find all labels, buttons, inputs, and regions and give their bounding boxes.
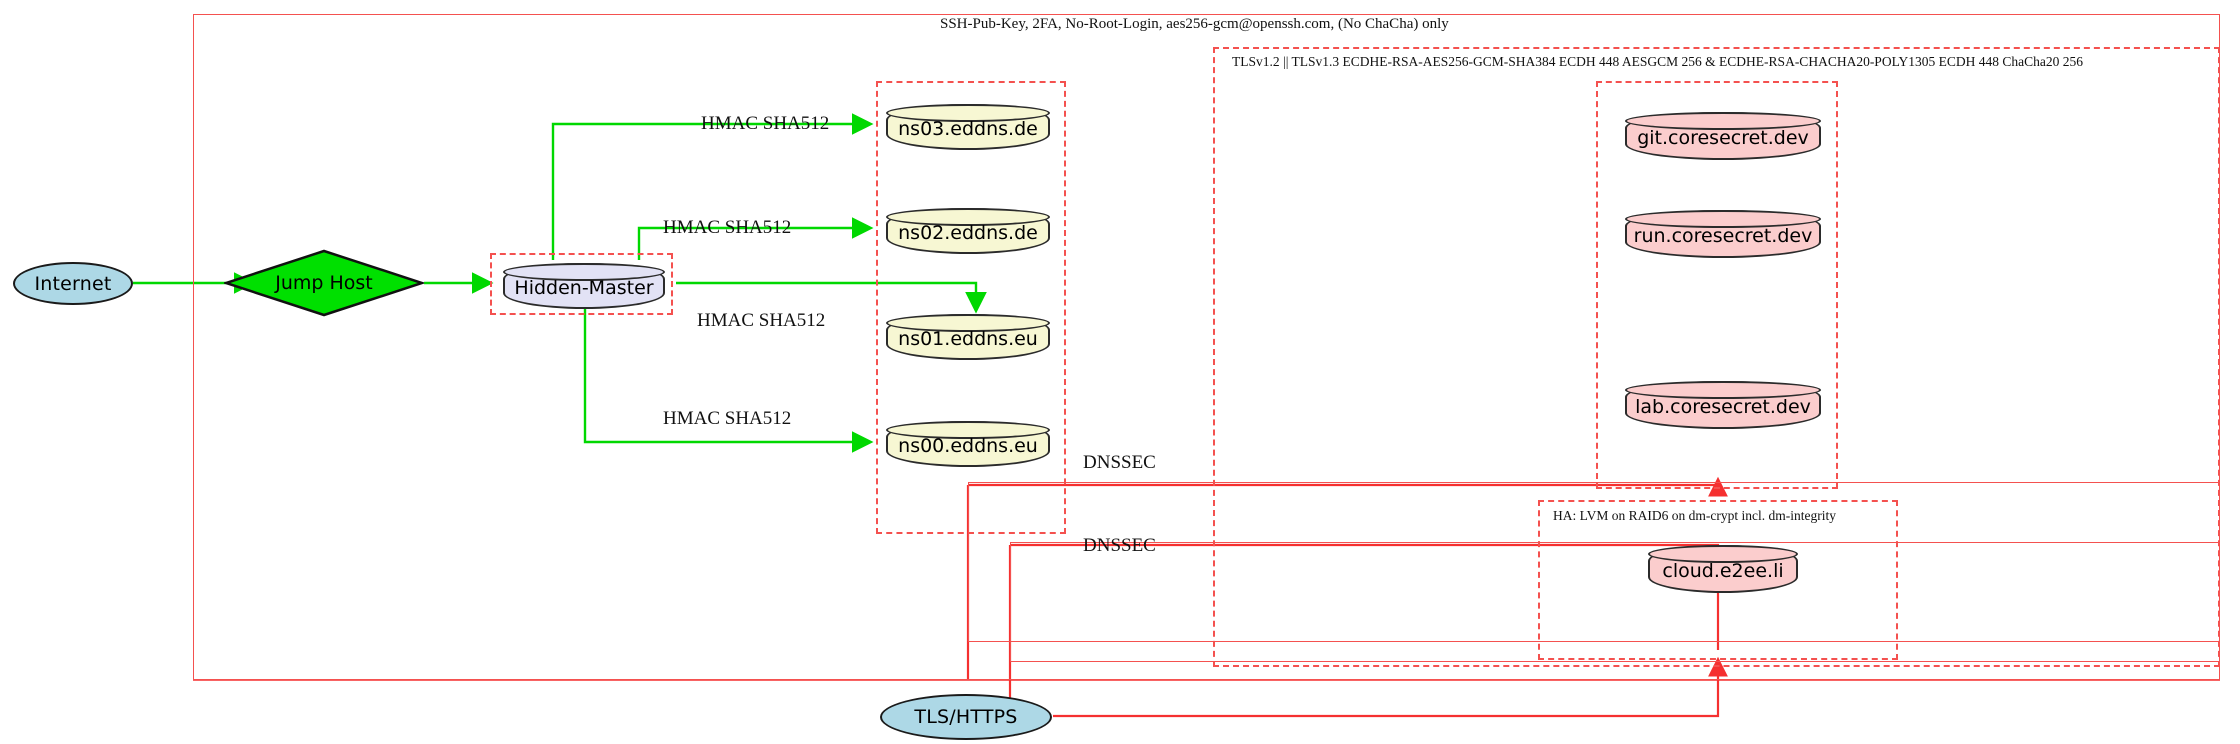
edge-label-hmac-ns01: HMAC SHA512 [697, 310, 826, 331]
cylinder-cap [886, 314, 1050, 332]
cluster-tls-policy-label: TLSv1.2 || TLSv1.3 ECDHE-RSA-AES256-GCM-… [1232, 54, 2083, 69]
cylinder-cap [886, 104, 1050, 122]
cluster-hidden-master [490, 253, 673, 315]
node-ns00[interactable]: ns00.eddns.eu [886, 421, 1050, 467]
cylinder-cap [1625, 210, 1821, 228]
node-ns02[interactable]: ns02.eddns.de [886, 208, 1050, 254]
diamond-shape [224, 249, 424, 317]
node-lab-coresecret-label: lab.coresecret.dev [1635, 396, 1811, 418]
edge-label-dnssec-2: DNSSEC [1083, 535, 1156, 556]
cylinder-cap [886, 208, 1050, 226]
cluster-ha-storage-label: HA: LVM on RAID6 on dm-crypt incl. dm-in… [1553, 508, 1836, 523]
node-git-coresecret[interactable]: git.coresecret.dev [1625, 112, 1821, 160]
node-ns00-label: ns00.eddns.eu [898, 435, 1038, 457]
node-ns03-label: ns03.eddns.de [898, 118, 1038, 140]
edge-label-hmac-ns03: HMAC SHA512 [701, 113, 830, 134]
node-ns01[interactable]: ns01.eddns.eu [886, 314, 1050, 360]
cluster-dnssec-inner [1010, 542, 2220, 662]
node-tls-https[interactable]: TLS/HTTPS [880, 694, 1052, 740]
node-internet-label: Internet [34, 272, 112, 295]
cylinder-cap [1625, 381, 1821, 399]
cluster-dns-zone [876, 81, 1066, 534]
cylinder-cap [503, 263, 665, 281]
node-tls-https-label: TLS/HTTPS [914, 706, 1018, 728]
edge-label-hmac-ns02: HMAC SHA512 [663, 217, 792, 238]
cylinder-cap [1625, 112, 1821, 130]
node-git-coresecret-label: git.coresecret.dev [1637, 127, 1809, 149]
node-jump-host[interactable]: Jump Host [224, 249, 424, 317]
node-ns01-label: ns01.eddns.eu [898, 328, 1038, 350]
cluster-ssh-policy-label: SSH-Pub-Key, 2FA, No-Root-Login, aes256-… [940, 16, 1449, 32]
node-run-coresecret-label: run.coresecret.dev [1633, 225, 1813, 247]
node-run-coresecret[interactable]: run.coresecret.dev [1625, 210, 1821, 258]
cluster-tls-policy [1213, 47, 2220, 667]
node-cloud-e2ee[interactable]: cloud.e2ee.li [1648, 545, 1798, 593]
node-lab-coresecret[interactable]: lab.coresecret.dev [1625, 381, 1821, 429]
node-jump-host-label: Jump Host [275, 272, 373, 294]
edge-label-dnssec-1: DNSSEC [1083, 452, 1156, 473]
node-ns03[interactable]: ns03.eddns.de [886, 104, 1050, 150]
edge-label-hmac-ns00: HMAC SHA512 [663, 408, 792, 429]
node-hidden-master[interactable]: Hidden-Master [503, 263, 665, 309]
node-ns02-label: ns02.eddns.de [898, 222, 1038, 244]
cylinder-cap [886, 421, 1050, 439]
node-internet[interactable]: Internet [13, 262, 133, 305]
cluster-coresecret [1596, 81, 1838, 489]
cylinder-cap [1648, 545, 1798, 563]
cluster-ha-storage [1538, 500, 1898, 660]
node-hidden-master-label: Hidden-Master [514, 277, 654, 299]
node-cloud-e2ee-label: cloud.e2ee.li [1662, 560, 1784, 582]
